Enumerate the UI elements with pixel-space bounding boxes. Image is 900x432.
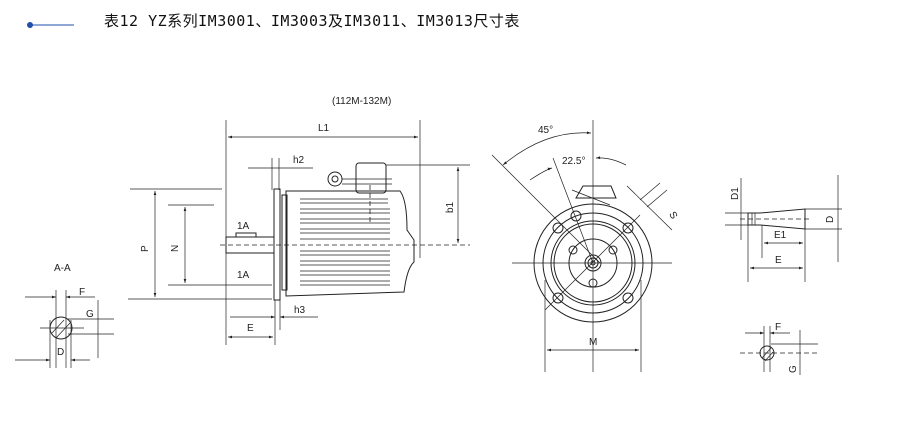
- section-mark-bottom: 1A: [237, 270, 250, 281]
- page-title: 表12 YZ系列IM3001、IM3003及IM3011、IM3013尺寸表: [104, 12, 520, 30]
- dim-l1: L1: [318, 123, 330, 134]
- frame-range-label: (112M-132M): [332, 96, 391, 107]
- dim-g-detail: G: [788, 365, 799, 373]
- dim-h3: h3: [294, 305, 306, 316]
- dim-n: N: [170, 245, 181, 252]
- dim-e-detail: E: [775, 255, 782, 266]
- section-mark-top: 1A: [237, 221, 250, 232]
- dim-b1: b1: [445, 201, 456, 213]
- section-label: A-A: [54, 263, 71, 274]
- title-bullet-icon: [27, 22, 74, 28]
- dim-h2: h2: [293, 155, 305, 166]
- section-a-a: A-A F G D: [15, 263, 114, 368]
- angle-45-label: 45°: [538, 125, 553, 136]
- dim-p: P: [140, 245, 151, 252]
- dim-e1: E1: [774, 230, 787, 241]
- dim-d: D: [57, 347, 64, 358]
- angle-22-5-label: 22.5°: [562, 156, 585, 167]
- dim-m: M: [589, 337, 597, 348]
- dim-g: G: [86, 309, 94, 320]
- dim-e: E: [247, 323, 254, 334]
- dim-d1: D1: [730, 187, 741, 200]
- dim-d: D: [825, 216, 836, 223]
- dim-f-detail: F: [775, 322, 781, 333]
- shaft-detail: D1 D E1 E F G: [725, 175, 842, 375]
- front-view: 45° 22.5° S M: [491, 120, 679, 372]
- dim-s: S: [666, 210, 679, 222]
- side-view: (112M-132M) L1 h2: [128, 96, 470, 345]
- dim-f: F: [79, 287, 85, 298]
